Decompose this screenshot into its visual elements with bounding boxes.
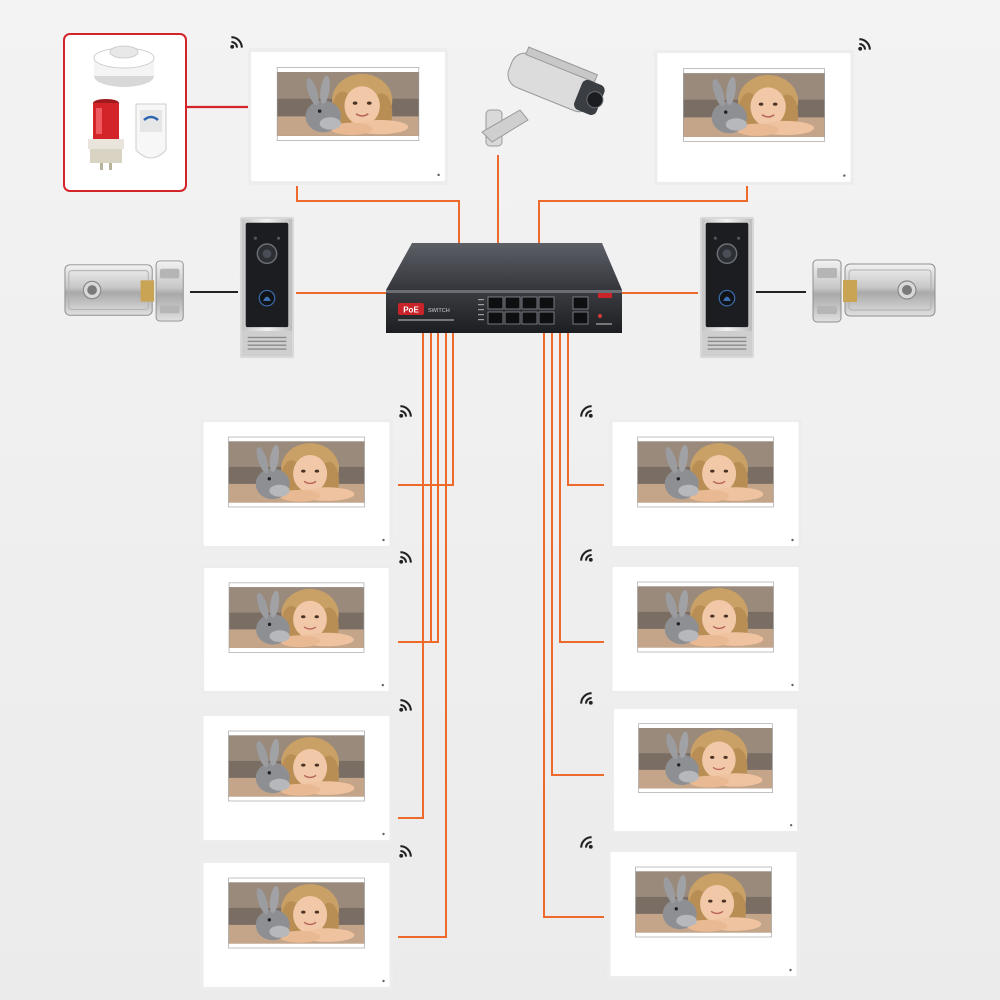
cable-top-left-monitor	[296, 186, 460, 245]
wifi-signal-icon	[580, 405, 594, 419]
switch-brand-label: PoE	[403, 306, 419, 315]
cable-left-monitor-2	[398, 333, 439, 643]
switch-model-label: SWITCH	[428, 308, 450, 314]
electric-lock-left	[64, 260, 184, 322]
wifi-signal-icon	[857, 38, 871, 52]
outdoor-doorbell-right	[699, 216, 755, 359]
indoor-monitor-right-1	[611, 420, 801, 548]
electric-lock-right	[812, 259, 936, 323]
indoor-monitor-right-4	[609, 850, 799, 978]
wifi-signal-icon	[398, 699, 412, 713]
indoor-monitor-top-right	[655, 51, 852, 184]
wifi-signal-icon	[580, 836, 594, 850]
pir-sensor-icon	[135, 103, 167, 159]
switch-ports	[487, 296, 589, 325]
alarm-siren-icon	[88, 99, 124, 170]
wifi-signal-icon	[398, 405, 412, 419]
indoor-monitor-top-left	[249, 50, 447, 183]
wifi-signal-icon	[580, 549, 594, 563]
indoor-monitor-left-4	[202, 861, 392, 989]
cctv-camera-icon	[481, 46, 605, 147]
indoor-monitor-right-3	[612, 707, 799, 833]
poe-switch: PoE SWITCH	[386, 243, 622, 333]
outdoor-doorbell-left	[239, 216, 295, 359]
wifi-signal-icon	[580, 692, 594, 706]
wifi-signal-icon	[398, 551, 412, 565]
cable-right-monitor-1	[567, 333, 604, 486]
smoke-detector-icon	[93, 45, 155, 87]
cable-right-monitor-4	[543, 333, 604, 918]
cable-left-monitor-3	[398, 333, 424, 819]
alarm-sensors-group	[63, 33, 187, 192]
wifi-signal-icon	[398, 845, 412, 859]
cable-right-monitor-2	[559, 333, 604, 643]
indoor-monitor-left-1	[202, 420, 392, 548]
cable-left-monitor-4	[398, 333, 447, 938]
indoor-monitor-right-2	[611, 565, 801, 693]
wifi-signal-icon	[229, 36, 243, 50]
indoor-monitor-left-3	[202, 714, 392, 842]
cable-top-right-monitor	[538, 186, 748, 245]
network-cables	[296, 155, 748, 938]
indoor-monitor-left-2	[202, 566, 391, 693]
cable-right-monitor-3	[551, 333, 604, 776]
cable-left-monitor-1	[398, 333, 454, 486]
